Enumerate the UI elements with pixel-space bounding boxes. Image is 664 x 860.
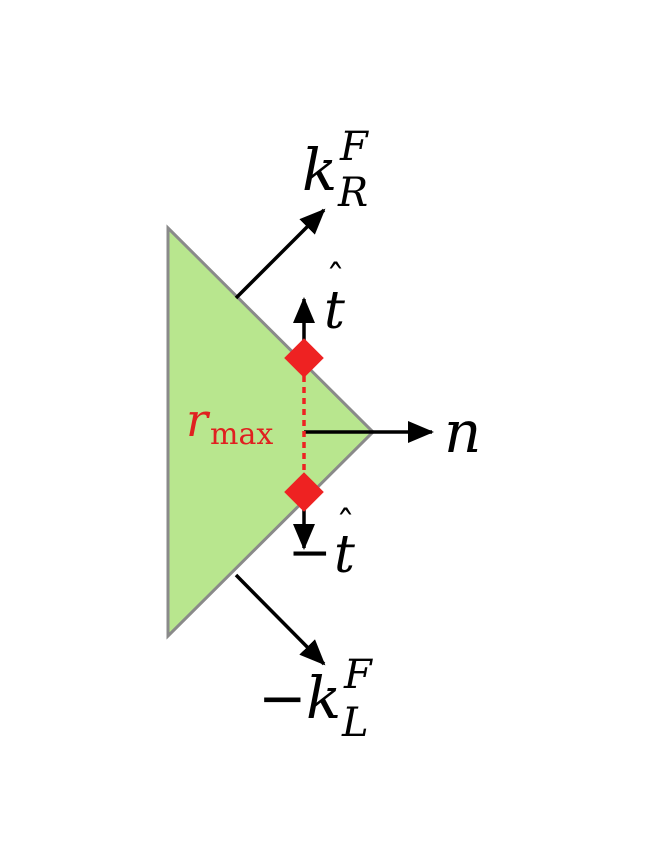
kl-label-sub: L bbox=[341, 700, 369, 746]
t-plus-base: t bbox=[324, 281, 345, 341]
t-plus-label: ˆ t bbox=[324, 257, 345, 341]
kl-label-sup: F bbox=[343, 652, 373, 698]
kl-label-base: k bbox=[306, 664, 341, 732]
lower-contact-marker bbox=[284, 472, 324, 512]
kr-label-sub: R bbox=[337, 170, 368, 216]
kl-label-sign: − bbox=[258, 664, 307, 732]
kl-label: − k F L bbox=[258, 652, 373, 746]
kr-label-sup: F bbox=[339, 124, 369, 170]
kl-arrow bbox=[234, 573, 326, 666]
rmax-label: r max bbox=[186, 393, 273, 452]
t-minus-label: − ˆ t bbox=[288, 503, 355, 585]
rmax-label-base: r bbox=[186, 393, 211, 447]
kr-label: k F R bbox=[302, 124, 369, 216]
t-minus-base: t bbox=[334, 525, 355, 585]
t-plus-hat: ˆ bbox=[326, 257, 345, 301]
upper-contact-marker bbox=[284, 338, 324, 378]
kr-arrow bbox=[234, 208, 326, 300]
rmax-label-sub: max bbox=[210, 417, 273, 452]
t-minus-hat: ˆ bbox=[336, 503, 355, 547]
friction-cone-region bbox=[166, 224, 376, 640]
n-label: n bbox=[444, 398, 481, 466]
kr-label-base: k bbox=[302, 136, 337, 204]
t-minus-sign: − bbox=[288, 523, 332, 583]
